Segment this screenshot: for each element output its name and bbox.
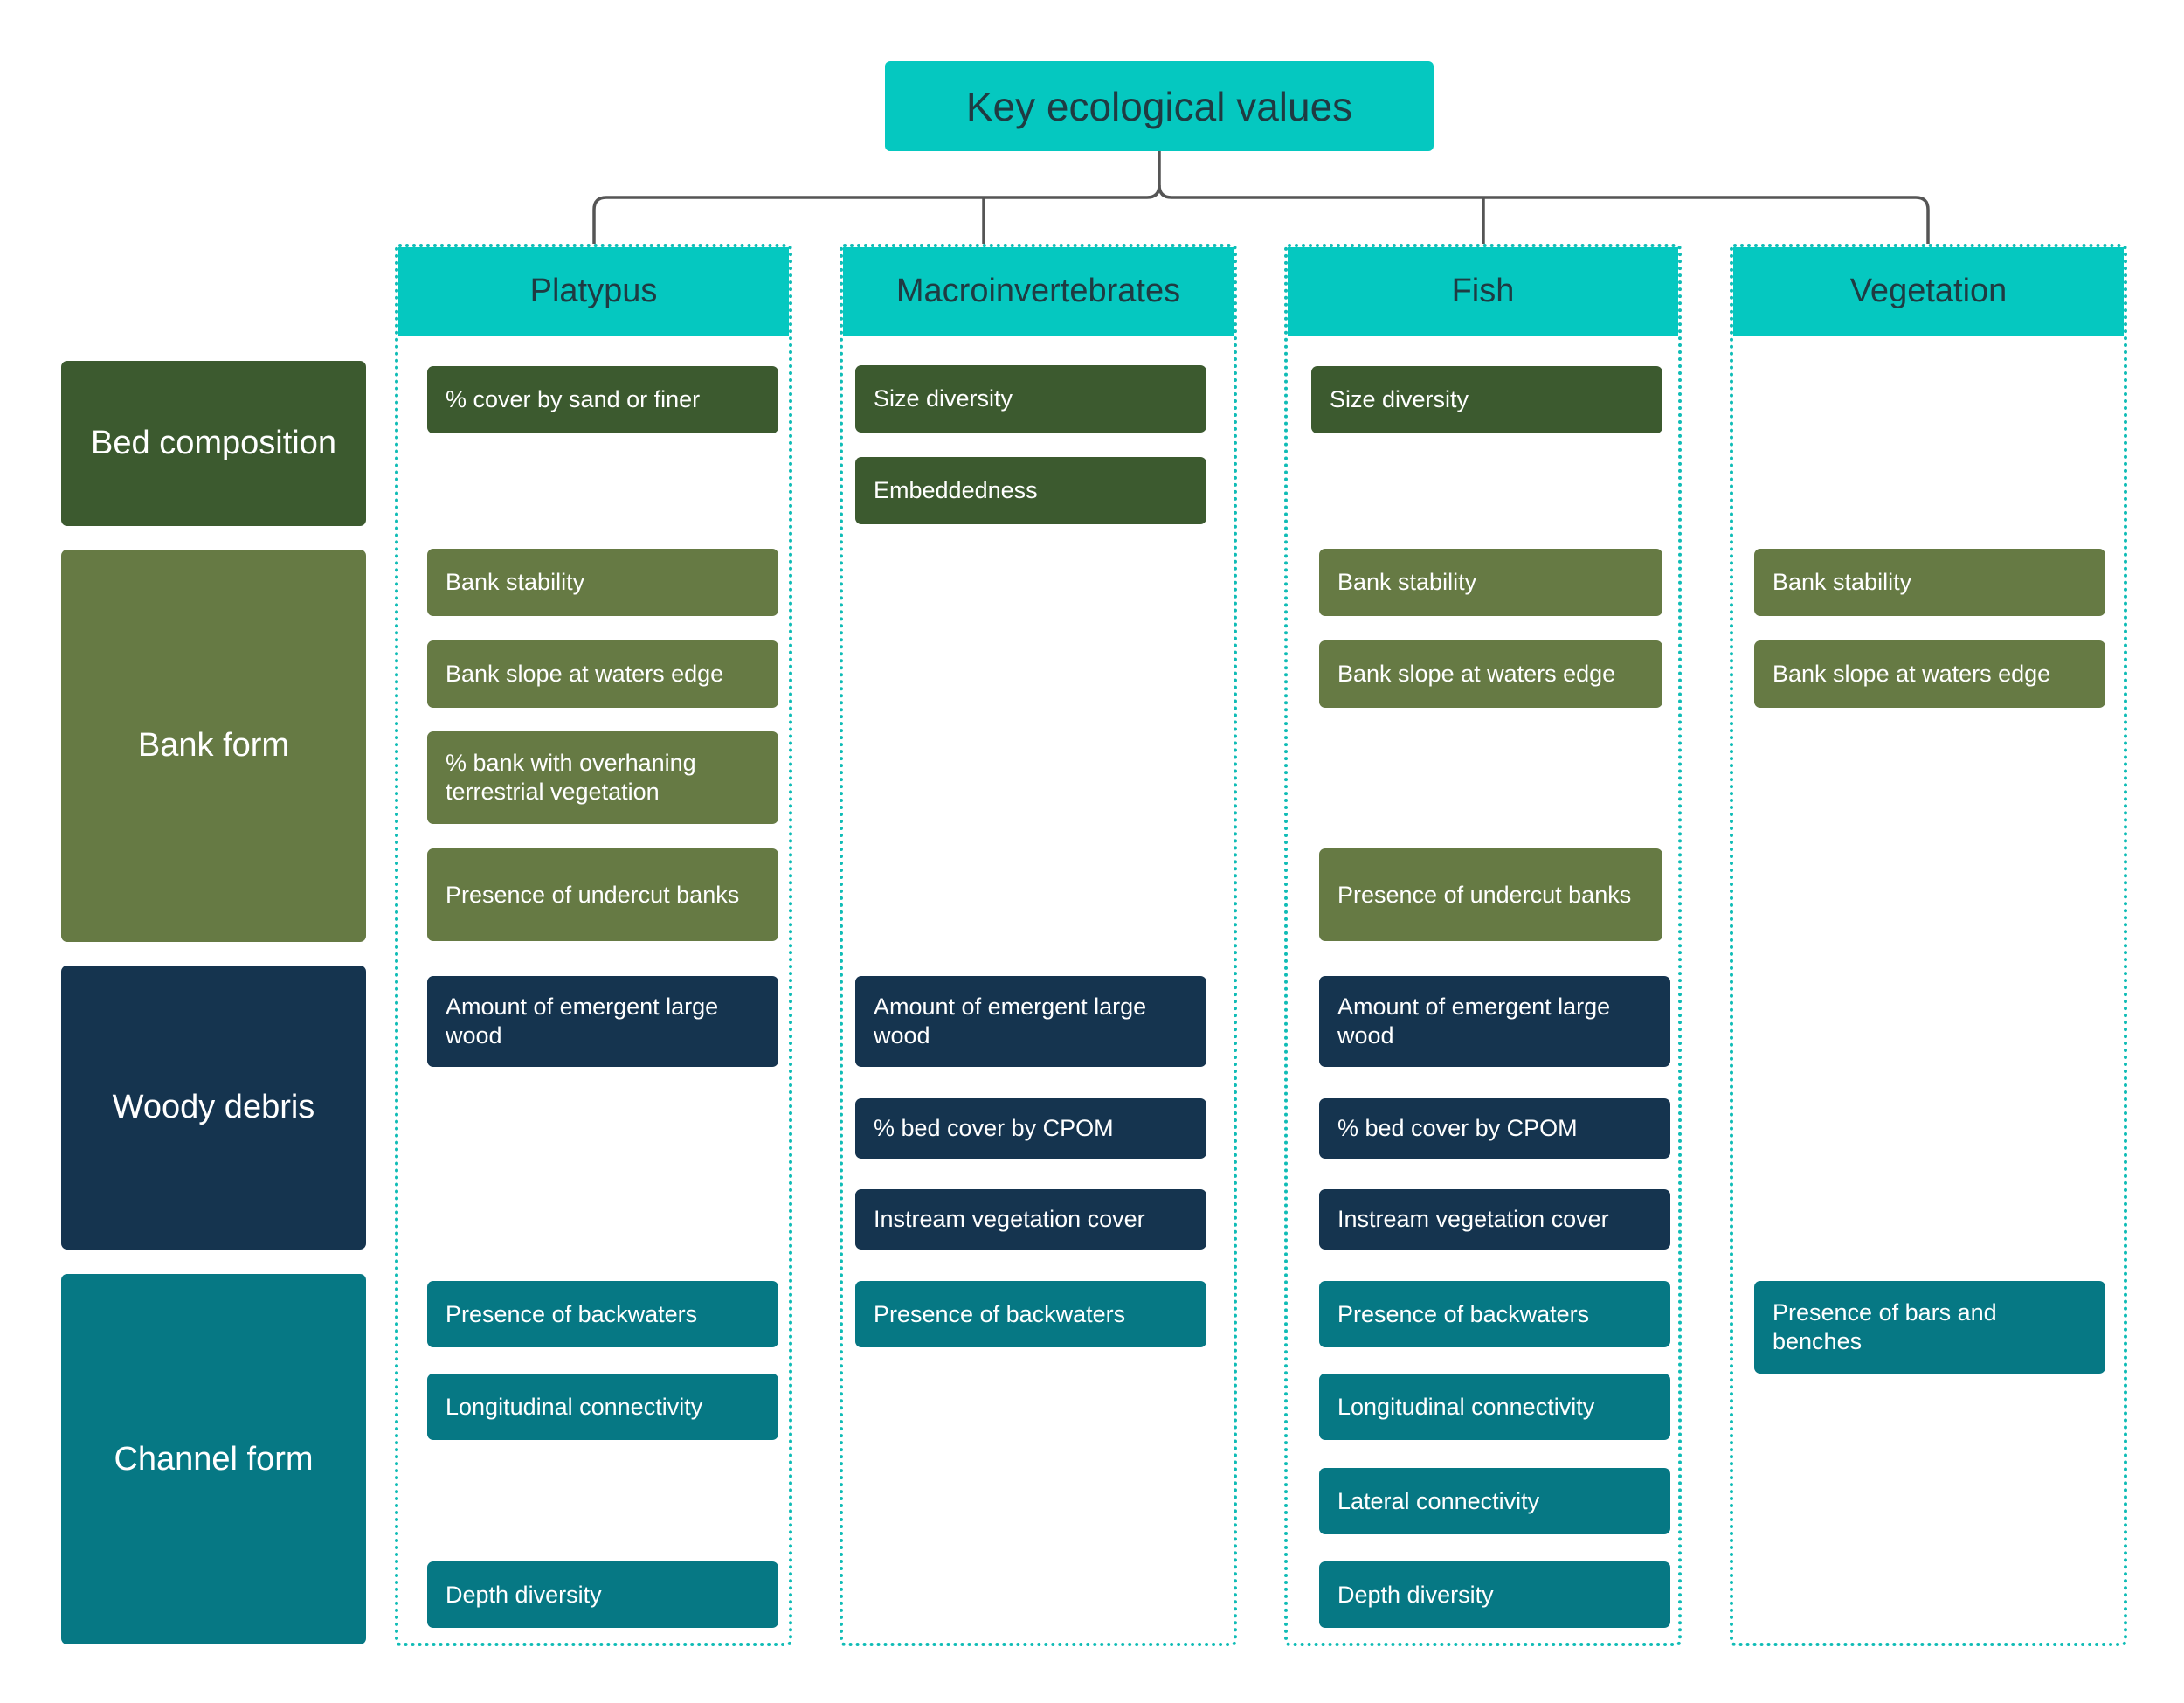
column-vegetation: Vegetation	[1730, 244, 2127, 1646]
column-header-fish: Fish	[1288, 247, 1678, 336]
item-platypus-undercut-banks: Presence of undercut banks	[427, 848, 778, 941]
item-fish-cpom-cover: % bed cover by CPOM	[1319, 1098, 1670, 1159]
item-fish-longitudinal-connectivity: Longitudinal connectivity	[1319, 1374, 1670, 1440]
item-platypus-emergent-large-wood: Amount of emergent large wood	[427, 976, 778, 1067]
item-macroinvertebrates-cpom-cover: % bed cover by CPOM	[855, 1098, 1206, 1159]
item-platypus-bank-stability: Bank stability	[427, 549, 778, 616]
item-macroinvertebrates-embeddedness: Embeddedness	[855, 457, 1206, 524]
root-node-title: Key ecological values	[885, 61, 1434, 151]
item-fish-lateral-connectivity: Lateral connectivity	[1319, 1468, 1670, 1534]
column-platypus: Platypus	[395, 244, 792, 1646]
column-macroinvertebrates: Macroinvertebrates	[840, 244, 1237, 1646]
item-macroinvertebrates-instream-vegetation: Instream vegetation cover	[855, 1189, 1206, 1250]
row-label-woody-debris: Woody debris	[61, 966, 366, 1250]
item-vegetation-bank-stability: Bank stability	[1754, 549, 2105, 616]
item-platypus-backwaters: Presence of backwaters	[427, 1281, 778, 1347]
item-platypus-sand-cover: % cover by sand or finer	[427, 366, 778, 433]
item-platypus-longitudinal-connectivity: Longitudinal connectivity	[427, 1374, 778, 1440]
item-fish-instream-vegetation: Instream vegetation cover	[1319, 1189, 1670, 1250]
column-header-platypus: Platypus	[398, 247, 789, 336]
item-vegetation-bank-slope: Bank slope at waters edge	[1754, 640, 2105, 708]
item-fish-bank-stability: Bank stability	[1319, 549, 1662, 616]
item-fish-size-diversity: Size diversity	[1311, 366, 1662, 433]
item-fish-bank-slope: Bank slope at waters edge	[1319, 640, 1662, 708]
item-platypus-bank-slope: Bank slope at waters edge	[427, 640, 778, 708]
item-macroinvertebrates-backwaters: Presence of backwaters	[855, 1281, 1206, 1347]
item-macroinvertebrates-emergent-large-wood: Amount of emergent large wood	[855, 976, 1206, 1067]
row-label-bed-composition: Bed composition	[61, 361, 366, 526]
item-fish-emergent-large-wood: Amount of emergent large wood	[1319, 976, 1670, 1067]
item-platypus-overhanging-vegetation: % bank with overhaning terrestrial veget…	[427, 731, 778, 824]
item-fish-backwaters: Presence of backwaters	[1319, 1281, 1670, 1347]
column-header-macroinvertebrates: Macroinvertebrates	[843, 247, 1234, 336]
item-fish-undercut-banks: Presence of undercut banks	[1319, 848, 1662, 941]
item-fish-depth-diversity: Depth diversity	[1319, 1561, 1670, 1628]
item-macroinvertebrates-size-diversity: Size diversity	[855, 365, 1206, 433]
column-fish: Fish	[1284, 244, 1682, 1646]
item-vegetation-bars-and-benches: Presence of bars and benches	[1754, 1281, 2105, 1374]
row-label-bank-form: Bank form	[61, 550, 366, 942]
item-platypus-depth-diversity: Depth diversity	[427, 1561, 778, 1628]
row-label-channel-form: Channel form	[61, 1274, 366, 1644]
column-header-vegetation: Vegetation	[1733, 247, 2124, 336]
